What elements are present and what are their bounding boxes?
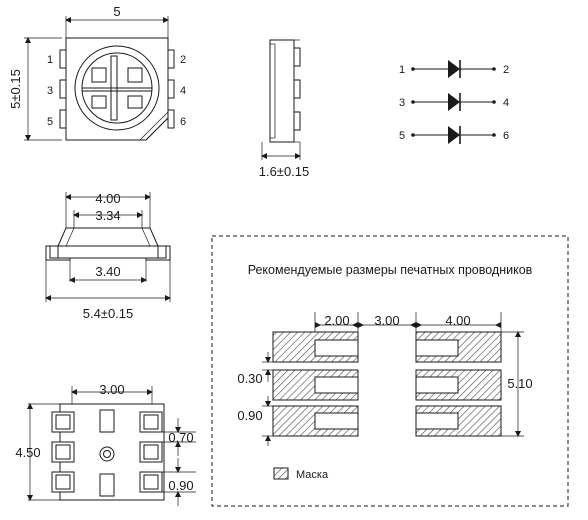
bottom-dim-0-70: 0.70: [168, 430, 193, 445]
bottom-dim-height: 4.50: [15, 445, 40, 460]
top-height-dim: 5±0.15: [8, 69, 23, 109]
schem-pin-6: 6: [503, 130, 509, 142]
schem-pin-2: 2: [503, 64, 509, 76]
front-dim-3-34: 3.34: [95, 208, 120, 223]
diode-3-icon: [448, 126, 460, 144]
front-dim-3-40: 3.40: [95, 264, 120, 279]
diode-1-icon: [448, 60, 460, 78]
side-thickness-dim: 1.6±0.15: [259, 164, 310, 179]
schem-pin-3: 3: [399, 97, 405, 109]
pads-dim-0-30: 0.30: [237, 371, 262, 386]
front-view: 4.00 3.34 3.40 5.4±0.15: [45, 191, 171, 321]
recommended-pads-panel: Рекомендуемые размеры печатных проводник…: [211, 235, 569, 507]
top-view: 5 5±0.15 1 3 5 2 4 6: [8, 4, 186, 141]
top-pin-2: 2: [180, 54, 186, 66]
top-pin-5: 5: [47, 116, 53, 128]
schem-pin-4: 4: [503, 97, 509, 109]
pads-dim-3-00: 3.00: [374, 313, 399, 328]
top-pin-4: 4: [180, 85, 186, 97]
pads-dim-2-00: 2.00: [324, 313, 349, 328]
mask-legend-swatch: [273, 467, 289, 480]
bottom-view: 3.00 4.50 0.70: [15, 382, 196, 506]
recommended-pads-title: Рекомендуемые размеры печатных проводник…: [248, 263, 533, 277]
pads-dim-0-90: 0.90: [237, 408, 262, 423]
recommended-pads-frame: [211, 235, 569, 507]
pads-dim-5-10: 5.10: [507, 376, 532, 391]
side-body-outline: [269, 39, 295, 143]
schem-pin-1: 1: [399, 64, 405, 76]
front-dim-4-00: 4.00: [95, 191, 120, 206]
top-width-dim: 5: [113, 4, 120, 19]
bottom-dim-0-90: 0.90: [168, 478, 193, 493]
front-dim-overall: 5.4±0.15: [83, 306, 134, 321]
top-pin-1: 1: [47, 54, 53, 66]
lens-outer-circle: [74, 45, 160, 131]
side-view: 1.6±0.15: [259, 39, 310, 179]
top-pin-3: 3: [47, 85, 53, 97]
diode-2-icon: [448, 93, 460, 111]
top-pin-6: 6: [180, 116, 186, 128]
bottom-dim-pitch: 3.00: [99, 382, 124, 397]
schematic: 1 3 5 2 4 6: [399, 60, 509, 144]
schem-pin-5: 5: [399, 130, 405, 142]
mask-legend-label: Маска: [296, 469, 329, 481]
pads-dim-4-00: 4.00: [445, 313, 470, 328]
